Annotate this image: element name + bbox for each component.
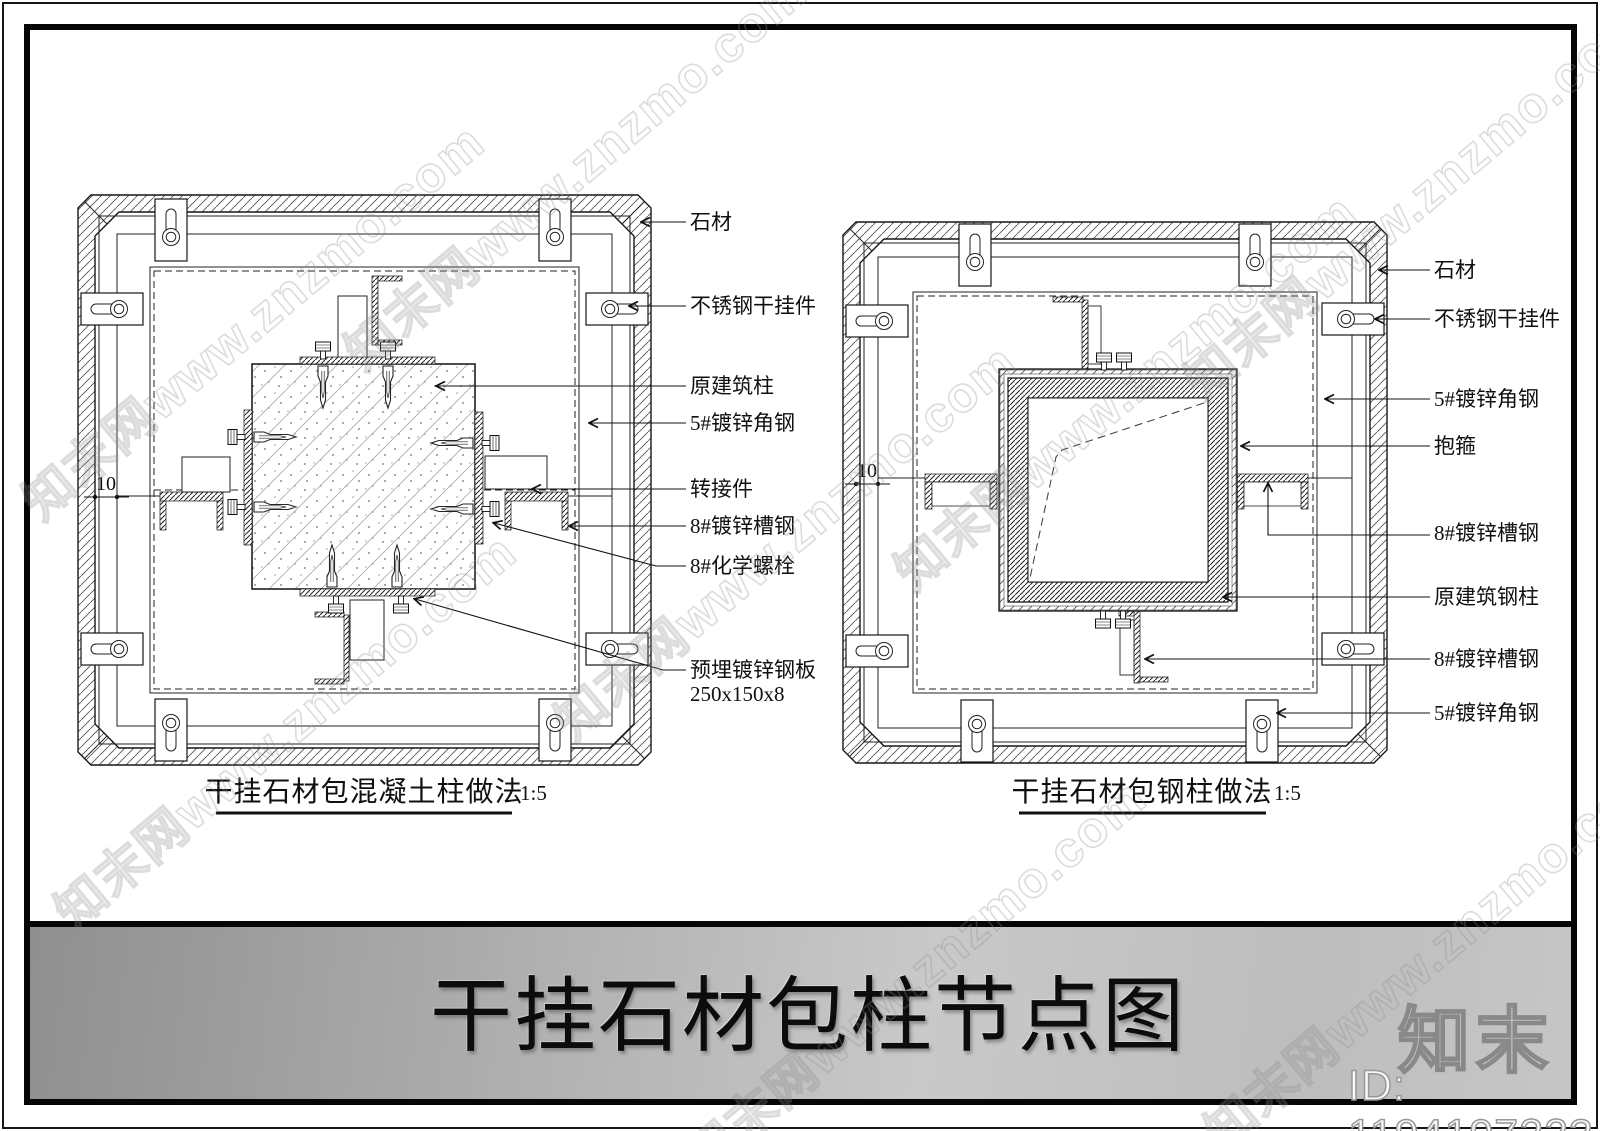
clip-icon — [585, 292, 649, 326]
label-orig-steel-column: 原建筑钢柱 — [1434, 585, 1539, 609]
clip-icon — [1321, 302, 1385, 336]
label-adapter: 转接件 — [690, 477, 753, 501]
clip-icon — [958, 223, 992, 287]
title-banner: 干挂石材包柱节点图 — [30, 921, 1571, 1099]
callout-labels: 石材 不锈钢干挂件 原建筑柱 5#镀锌角钢 转接件 8#镀锌槽钢 8#化学螺栓 … — [690, 210, 816, 706]
dim-text: 10 — [96, 473, 116, 495]
clip-icon — [154, 698, 188, 762]
inner-frame-line — [149, 266, 580, 694]
label-embed-plate-size: 250x150x8 — [690, 682, 785, 706]
inner-frame-line — [912, 291, 1318, 694]
label-channel-steel: 8#镀锌槽钢 — [690, 514, 795, 538]
stone-corner-joints — [849, 228, 1381, 757]
caption-scale: 1:5 — [1274, 781, 1301, 805]
label-angle-steel: 5#镀锌角钢 — [690, 411, 795, 435]
left-detail: 10 石材 不锈钢干挂件 原建筑柱 5#镀锌角钢 转接件 8#镀锌槽钢 — [77, 194, 816, 815]
label-channel-steel: 8#镀锌槽钢 — [1434, 521, 1539, 545]
clip-icon — [1321, 632, 1385, 666]
stone-inner-line — [863, 242, 1367, 743]
label-stone: 石材 — [690, 210, 732, 234]
label-stone: 石材 — [1434, 258, 1476, 282]
sheet-title: 干挂石材包柱节点图 — [430, 971, 1187, 1062]
hidden-frame-line — [916, 295, 1314, 690]
bottom-channel-steel — [314, 599, 385, 685]
top-channel-steel — [1052, 296, 1102, 370]
clip-icon — [154, 198, 188, 262]
stone-panel-ring — [842, 221, 1388, 764]
hoop-clamp — [998, 368, 1238, 612]
clip-icon — [538, 198, 572, 262]
adapter-bracket — [181, 456, 231, 493]
bottom-channel-steel — [1118, 610, 1169, 684]
caption-text: 干挂石材包混凝土柱做法 — [204, 776, 523, 808]
callout-labels: 石材 不锈钢干挂件 5#镀锌角钢 抱箍 8#镀锌槽钢 原建筑钢柱 8#镀锌槽钢 … — [1434, 258, 1560, 725]
concrete-column — [251, 363, 476, 590]
embedded-plates — [243, 356, 484, 597]
caption-scale: 1:5 — [520, 781, 547, 805]
clip-icon — [80, 632, 144, 666]
top-channel-steel — [337, 275, 403, 364]
left-channel-steel — [878, 473, 998, 510]
dimension-10: 10 — [84, 473, 129, 500]
right-channel-steel — [484, 455, 612, 531]
dimension-10: 10 — [845, 460, 890, 487]
clip-icon — [845, 634, 909, 668]
label-ss-hanger: 不锈钢干挂件 — [690, 294, 816, 318]
angle-steel-frame — [116, 233, 613, 727]
label-hoop: 抱箍 — [1434, 434, 1476, 458]
leader-lines — [415, 222, 686, 671]
leader-lines — [1146, 270, 1430, 713]
stone-panel-ring — [77, 194, 652, 766]
clip-icon — [80, 292, 144, 326]
label-angle-steel: 5#镀锌角钢 — [1434, 387, 1539, 411]
label-ss-hanger: 不锈钢干挂件 — [1434, 307, 1560, 331]
right-caption: 干挂石材包钢柱做法 1:5 — [1011, 776, 1301, 815]
clip-icon — [1238, 223, 1272, 287]
label-chem-bolt: 8#化学螺栓 — [690, 554, 795, 578]
steel-column-core — [1027, 397, 1209, 583]
adapter-bracket — [484, 455, 548, 490]
image-id: ID: 1194197223 — [1347, 1061, 1593, 1131]
clip-icon — [845, 304, 909, 338]
sheet-frame: 干挂石材包柱节点图 — [24, 24, 1577, 1105]
dim-text: 10 — [857, 460, 877, 482]
clip-icon — [960, 699, 994, 763]
left-channel-steel — [117, 456, 231, 531]
clip-icon — [1245, 699, 1279, 763]
clip-icon — [538, 698, 572, 762]
label-orig-column: 原建筑柱 — [690, 374, 774, 398]
stone-corner-joints — [84, 201, 645, 759]
label-channel-steel-2: 8#镀锌槽钢 — [1434, 647, 1539, 671]
caption-text: 干挂石材包钢柱做法 — [1011, 776, 1272, 808]
angle-steel-frame — [877, 256, 1353, 729]
hidden-frame-line — [153, 270, 576, 690]
site-logo: 知末 — [1397, 1001, 1555, 1084]
label-embed-plate: 预埋镀锌钢板 — [690, 658, 816, 682]
clip-icon — [585, 632, 649, 666]
label-angle-steel-2: 5#镀锌角钢 — [1434, 701, 1539, 725]
right-detail: 10 石材 不锈钢干挂件 5#镀锌角钢 抱箍 8#镀锌槽钢 原建筑钢柱 — [842, 221, 1560, 815]
stone-inner-line — [98, 215, 631, 745]
left-caption: 干挂石材包混凝土柱做法 1:5 — [204, 776, 547, 815]
right-channel-steel — [1236, 473, 1352, 510]
